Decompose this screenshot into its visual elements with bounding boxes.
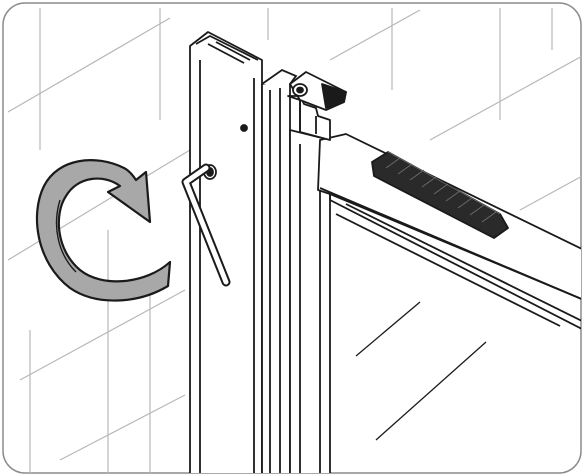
wall-tiles [7,8,581,473]
glass-reflections [355,301,487,441]
hinge-bracket [287,71,347,141]
rotate-clockwise-arrow-icon [35,159,172,302]
hex-key-icon [181,163,231,287]
door-frame-profile [189,31,263,473]
vertical-profile [261,68,298,473]
top-rail-handle [371,151,509,239]
